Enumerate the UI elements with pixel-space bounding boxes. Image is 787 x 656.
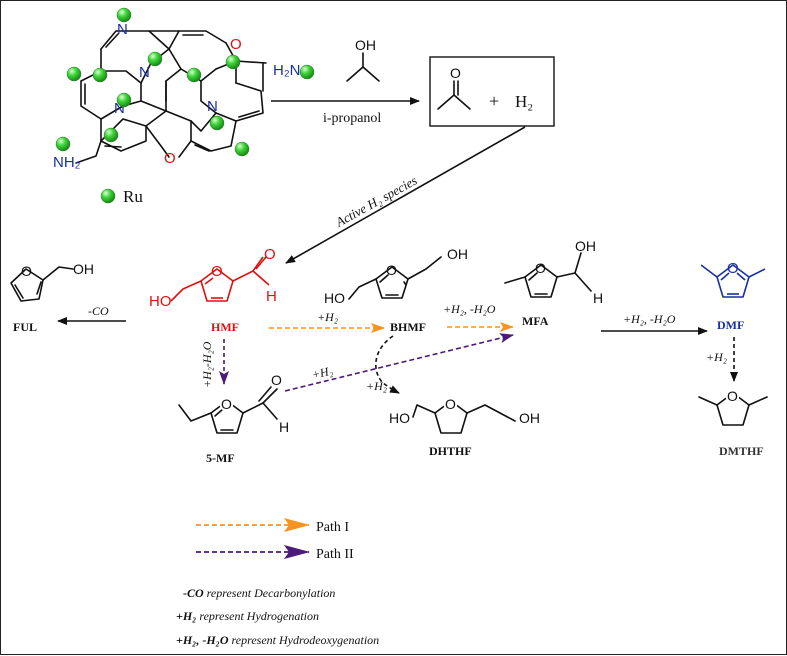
note-co-text: represent Decarbonylation xyxy=(204,586,336,600)
plus-sign: + xyxy=(489,91,499,111)
hdo-label-bhmf-mfa: +H₂, -H₂O xyxy=(443,302,496,316)
products-box xyxy=(429,56,555,127)
nitrogen-atom: N xyxy=(117,21,128,38)
dmf-label: DMF xyxy=(717,318,744,332)
oxygen-atom: O xyxy=(230,36,242,53)
ru-particle xyxy=(147,51,163,67)
note-hdo-text: represent Hydrodeoxygenation xyxy=(229,633,380,647)
mfa-hydroxyl: OH xyxy=(575,238,596,254)
ru-particle xyxy=(234,141,250,157)
dmf-molecule: O DMF xyxy=(700,260,766,332)
5mf-aldehyde-oxygen: O xyxy=(271,372,282,388)
bhmf-molecule: O HO OH BHMF xyxy=(324,246,468,334)
note-hydrogenation: +H₂ represent Hydrogenation xyxy=(176,609,319,623)
amine-group-right: H₂N xyxy=(273,62,301,79)
nitrogen-atom: N xyxy=(139,64,150,81)
hydrogenation-label-5mf-mfa: +H₂ xyxy=(311,364,335,382)
bhmf-hydroxyl-left: HO xyxy=(324,290,345,306)
dmthf-label: DMTHF xyxy=(719,444,764,458)
acetone-structure: O xyxy=(437,65,471,110)
ful-label: FUL xyxy=(13,320,37,334)
note-h2-key: +H₂ xyxy=(176,609,196,623)
mfa-hydrogen: H xyxy=(593,290,603,306)
active-h2-label: Active H₂ species xyxy=(332,173,419,230)
ru-legend-label: Ru xyxy=(123,187,143,206)
ru-particle xyxy=(299,64,315,80)
hydrogenation-label-dmf-dmthf: +H₂ xyxy=(706,350,727,364)
dmthf-oxygen-bg: O xyxy=(727,388,738,404)
ru-legend-ball xyxy=(100,188,116,204)
nitrogen-atom: N xyxy=(207,98,218,115)
ru-particle xyxy=(209,115,225,131)
hmf-aldehyde-h: H xyxy=(266,288,277,305)
hmf-label: HMF xyxy=(211,320,239,334)
dhthf-hydroxyl-left: HO xyxy=(389,410,410,426)
arrow-5mf-to-mfa xyxy=(284,333,514,392)
hmf-molecule: O O H HO HMF xyxy=(149,246,277,334)
carbonyl-oxygen: O xyxy=(450,65,461,81)
notes-block: -CO represent Decarbonylation +H₂ repres… xyxy=(176,586,379,647)
note-hydrodeoxygenation: +H₂, -H₂O represent Hydrodeoxygenation xyxy=(176,633,379,647)
note-h2-text: represent Hydrogenation xyxy=(196,609,319,623)
ru-particle xyxy=(116,92,132,108)
hmf-hydroxyl: HO xyxy=(149,293,172,310)
note-hdo-key: +H₂, -H₂O xyxy=(176,633,229,647)
5mf-aldehyde-h: H xyxy=(279,419,289,435)
dhthf-oxygen-bg: O xyxy=(445,396,456,412)
bhmf-furan-oxygen: O xyxy=(386,262,397,278)
hydrogenation-label-bhmf-dhthf: +H₂ xyxy=(366,379,387,393)
mfa-molecule: O OH H MFA xyxy=(504,238,603,328)
ru-particle xyxy=(92,67,108,83)
path1-legend-label: Path I xyxy=(316,520,349,535)
hdo-label-hmf-5mf: +H₂-H₂O xyxy=(200,341,214,388)
bhmf-hydroxyl-right: OH xyxy=(447,246,468,262)
hydroxyl-label: OH xyxy=(355,37,376,53)
mfa-label: MFA xyxy=(522,314,549,328)
amine-group-left: NH₂ xyxy=(53,154,81,171)
arrow-active-h2 xyxy=(285,126,526,264)
dhthf-hydroxyl-right: OH xyxy=(519,410,540,426)
ipropanol-structure: OH xyxy=(346,37,380,82)
path-legend: Path I Path II xyxy=(196,518,354,562)
ru-particle xyxy=(103,127,119,143)
path2-legend-label: Path II xyxy=(316,547,354,562)
hydrogenation-label-hmf-bhmf: +H₂ xyxy=(317,310,338,324)
hydrogen-product: H₂ xyxy=(515,92,533,111)
ful-hydroxyl: OH xyxy=(73,261,94,277)
dhthf-molecule: O O HO OH DHTHF xyxy=(389,394,540,458)
ru-particle xyxy=(186,67,202,83)
dmthf-molecule: O O DMTHF xyxy=(698,386,768,458)
decarbonylation-label: -CO xyxy=(88,304,109,318)
ru-particle xyxy=(225,54,241,70)
dmthf-oxygen: O xyxy=(727,388,738,404)
5mf-molecule: O O O H 5-MF xyxy=(178,372,289,465)
nitrogen-atom: N xyxy=(114,100,125,117)
catalyst-structure: N N N N O O H₂N NH₂ Ru xyxy=(53,7,315,206)
hdo-label-mfa-dmf: +H₂, -H₂O xyxy=(623,312,676,326)
bhmf-label: BHMF xyxy=(390,320,426,334)
dhthf-oxygen: O xyxy=(445,396,456,412)
ru-particle xyxy=(66,66,82,82)
dhthf-label: DHTHF xyxy=(429,444,472,458)
ful-molecule: O OH FUL xyxy=(10,261,94,334)
ipropanol-label: i-propanol xyxy=(323,111,381,126)
note-decarbonylation: -CO represent Decarbonylation xyxy=(183,586,335,600)
5mf-label: 5-MF xyxy=(206,451,235,465)
ru-particle xyxy=(55,136,71,152)
dmf-furan-oxygen: O xyxy=(727,260,739,277)
note-co-key: -CO xyxy=(183,586,204,600)
oxygen-atom: O xyxy=(164,150,176,167)
hmf-aldehyde-oxygen: O xyxy=(264,246,276,263)
hmf-furan-oxygen: O xyxy=(211,263,223,280)
5mf-oxygen-bg: O xyxy=(221,396,232,412)
5mf-furan-oxygen: O xyxy=(221,396,232,412)
ru-particle xyxy=(116,7,132,23)
mfa-furan-oxygen: O xyxy=(535,260,546,276)
furan-oxygen: O xyxy=(21,263,32,279)
